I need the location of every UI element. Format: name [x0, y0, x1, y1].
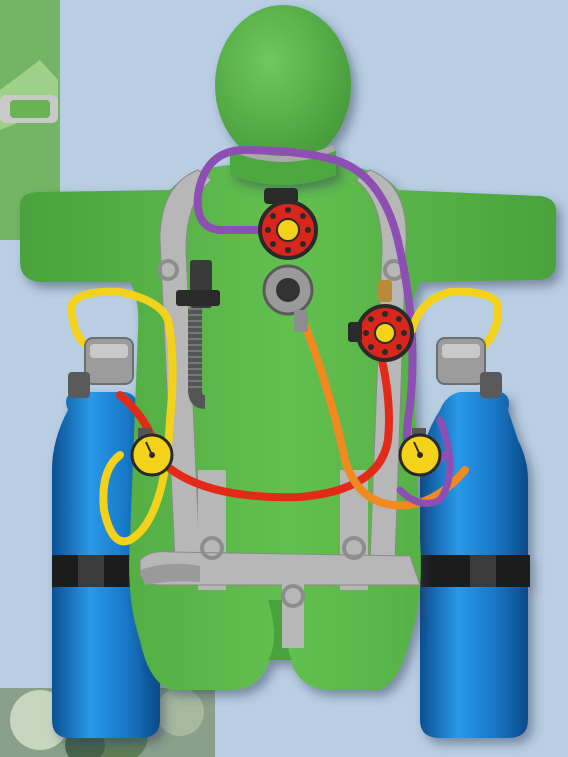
diagram-canvas — [0, 0, 568, 757]
scuba-diagram — [0, 0, 568, 757]
